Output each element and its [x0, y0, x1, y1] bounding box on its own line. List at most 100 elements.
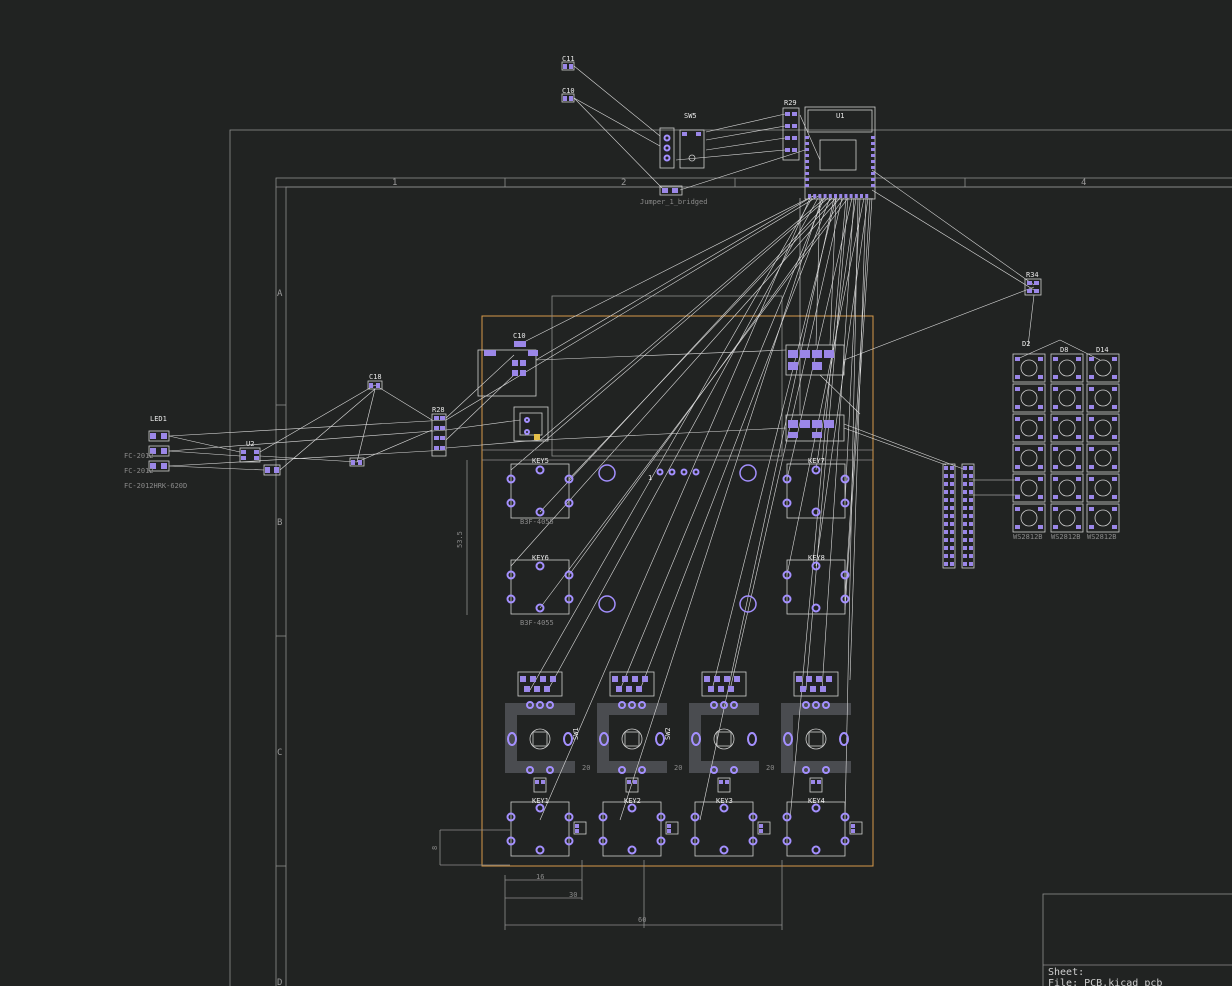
ws2812-pad	[1038, 495, 1043, 499]
resistor-pad	[622, 676, 628, 682]
ratsnest-line	[843, 427, 947, 466]
ratsnest-line	[829, 197, 837, 346]
footprint-key7[interactable]: KEY7	[782, 457, 850, 519]
ratsnest-line	[619, 197, 823, 821]
resistor-block	[793, 671, 839, 697]
ws2812-pad	[1038, 417, 1043, 421]
connector-pad	[969, 506, 973, 510]
col-marker-4: 4	[1081, 178, 1086, 188]
encoder-body	[529, 728, 551, 750]
connector-strip[interactable]	[942, 463, 975, 569]
ref-key4: KEY4	[808, 797, 825, 805]
u1-pad	[805, 142, 809, 145]
connector-pad	[969, 490, 973, 494]
key-diode	[757, 821, 771, 835]
ws2812-pad	[1089, 435, 1094, 439]
key-diode	[665, 821, 679, 835]
ratsnest-line	[539, 427, 787, 441]
ratsnest-line	[844, 197, 871, 600]
ref-r34: R34	[1026, 271, 1039, 279]
resistor-pad	[734, 676, 740, 682]
u1-pad	[805, 178, 809, 181]
ratsnest-line	[819, 374, 861, 415]
footprint-r28[interactable]: R28	[431, 406, 447, 457]
courtyard-area	[551, 295, 783, 457]
resistor-pad	[800, 686, 806, 692]
ws2812-lens	[1058, 389, 1076, 407]
footprint-c18[interactable]: C18	[367, 373, 383, 390]
key-resistor	[717, 777, 731, 793]
footprint-sw5[interactable]: SW5 Jumper_1_bridged	[640, 112, 707, 206]
encoders[interactable]	[507, 671, 849, 793]
ws2812-pad	[1089, 375, 1094, 379]
encoder-pin	[710, 766, 718, 774]
footprint-c10[interactable]: C10	[477, 332, 549, 442]
footprint-r29[interactable]: R29	[782, 99, 800, 161]
ws2812-pad	[1053, 387, 1058, 391]
key-pin	[690, 812, 700, 822]
ratsnest-line	[519, 194, 816, 345]
ws2812-pad	[1076, 375, 1081, 379]
ratsnest-line	[573, 97, 663, 189]
ratsnest-line	[821, 197, 855, 691]
ws2812-lens	[1094, 479, 1112, 497]
lower-keys[interactable]	[506, 801, 863, 857]
footprint-key6[interactable]: KEY6 B3F-4055	[506, 554, 574, 627]
ws2812-cell	[1086, 413, 1120, 443]
resistor-pad	[796, 676, 802, 682]
connector-pad	[969, 514, 973, 518]
footprint-key5[interactable]: KEY5 B3F-4055	[506, 457, 574, 526]
ref-d8: D8	[1060, 346, 1068, 354]
ratsnest-line	[573, 65, 661, 137]
u1-pad	[805, 148, 809, 151]
key-body	[694, 801, 754, 857]
ref-sw1: SW1	[572, 727, 580, 740]
ws2812-lens	[1058, 509, 1076, 527]
key-pin	[656, 836, 666, 846]
key-pin	[598, 836, 608, 846]
ws2812-pad	[1112, 357, 1117, 361]
ratsnest-line	[815, 197, 821, 346]
led-fp-3: FC-2012HRK-620D	[124, 482, 187, 490]
connector-pad	[950, 490, 954, 494]
footprint-r34[interactable]: R34	[1024, 271, 1042, 296]
key-resistor-pad	[719, 780, 723, 784]
key-resistor-pad	[633, 780, 637, 784]
u1-pad	[871, 184, 875, 187]
footprint-u2[interactable]: U2	[239, 440, 365, 476]
encoder-mount	[783, 732, 793, 746]
ws2812-lens	[1094, 449, 1112, 467]
key-pin	[782, 812, 792, 822]
footprint-mcu-cluster[interactable]	[785, 344, 845, 442]
ws2812-pad	[1015, 447, 1020, 451]
encoder-shaft	[624, 731, 640, 747]
ws2812-pad	[1015, 465, 1020, 469]
resistor-pad	[718, 686, 724, 692]
footprint-key8[interactable]: KEY8	[782, 554, 850, 615]
u1-pad	[823, 194, 827, 198]
ratsnest-line	[356, 388, 376, 463]
footprint-c11[interactable]: C11 C10	[561, 55, 575, 103]
connector-pad	[950, 530, 954, 534]
ratsnest-line	[529, 197, 813, 691]
ref-c10: C10	[513, 332, 526, 340]
board-outline[interactable]	[481, 315, 874, 867]
connector-pad	[944, 554, 948, 558]
upper-keys[interactable]: KEY5 B3F-4055 KEY6 B3F-4055 KEY7 KEY8	[506, 457, 850, 627]
resistor-block	[609, 671, 655, 697]
led-grid[interactable]	[1012, 353, 1120, 533]
ratsnest-line	[843, 423, 967, 471]
ws2812-pad	[1053, 435, 1058, 439]
connector-pad	[969, 562, 973, 566]
ref-c10-top: C10	[562, 87, 575, 95]
ws2812-lens	[1020, 419, 1038, 437]
resistor-pad	[534, 686, 540, 692]
ws2812-pad	[1089, 447, 1094, 451]
ws2812-pad	[1038, 357, 1043, 361]
resistor-pad	[810, 686, 816, 692]
sheet-label: Sheet:	[1048, 967, 1084, 978]
footprint-u1[interactable]: U1	[804, 106, 876, 200]
footprint-led1[interactable]: LED1 FC-2012 FC-2012 FC-2012HRK-620D	[124, 415, 187, 490]
encoder-pin	[812, 701, 820, 709]
